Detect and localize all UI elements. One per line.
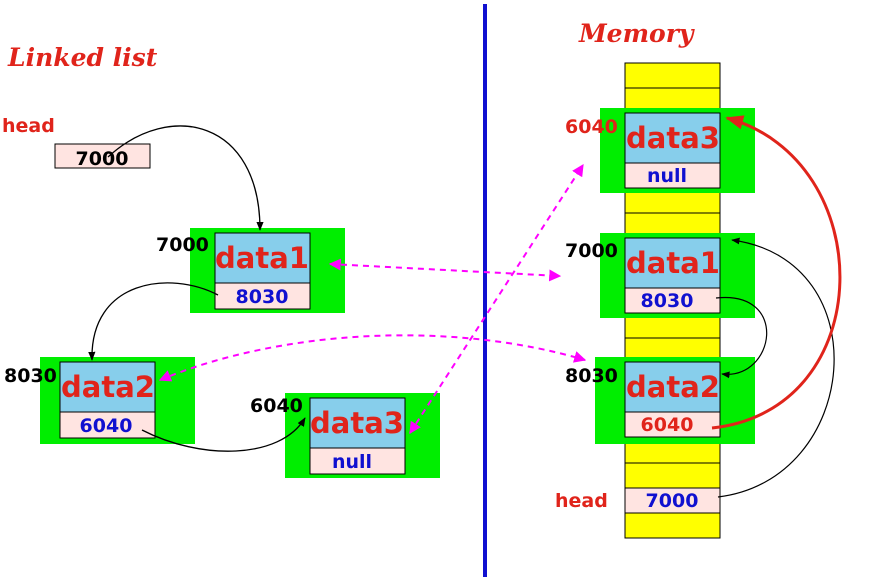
- node-address: 8030: [4, 365, 57, 387]
- memory-head-value: 7000: [646, 490, 699, 512]
- node-address: 7000: [156, 234, 209, 256]
- node-data-label: data1: [215, 241, 309, 275]
- block-data-label: data2: [626, 370, 720, 404]
- arrow-mem-head-to-data1: [717, 237, 835, 498]
- block-address: 8030: [565, 365, 618, 387]
- arrow-mem-data1-to-data2: [715, 297, 768, 379]
- block-next-cell: [624, 411, 721, 438]
- node-data-label: data3: [310, 406, 404, 440]
- memory-block-data1: 7000 data1 8030: [565, 233, 755, 318]
- list-node-data2: 8030 data2 6040: [4, 357, 195, 444]
- block-data-cell: [624, 237, 721, 289]
- node-data-cell: [59, 361, 156, 413]
- memory-block-data3: 6040 data3 null: [565, 108, 755, 193]
- memory-block-data2: 8030 data2 6040: [565, 357, 755, 444]
- block-data-label: data1: [626, 246, 720, 280]
- block-next-value: null: [647, 165, 687, 187]
- node-next-cell: [214, 282, 311, 310]
- block-address: 7000: [565, 240, 618, 262]
- dashed-link-data3: [409, 163, 584, 435]
- node-address: 6040: [250, 395, 303, 417]
- memory-head-box: [624, 487, 721, 514]
- block-data-cell: [624, 112, 721, 164]
- block-address: 6040: [565, 116, 618, 138]
- arrow-mem-data2-to-data3: [711, 115, 842, 430]
- arrow-data2-to-data3: [141, 417, 306, 452]
- block-data-cell: [624, 361, 721, 413]
- node-next-value: 6040: [80, 415, 133, 437]
- list-head-box: [54, 143, 151, 169]
- dashed-link-data1: [328, 258, 562, 282]
- arrow-head-to-data1: [107, 125, 264, 231]
- memory-head-label: head: [555, 490, 608, 512]
- block-next-value: 6040: [641, 414, 694, 436]
- block-next-cell: [624, 287, 721, 314]
- memory-title: Memory: [578, 19, 695, 48]
- list-head-label: head: [2, 115, 55, 137]
- block-next-value: 8030: [641, 290, 694, 312]
- block-next-cell: [624, 162, 721, 189]
- linked-list-title: Linked list: [7, 43, 158, 72]
- node-next-value: 8030: [236, 286, 289, 308]
- list-node-data3: 6040 data3 null: [250, 393, 440, 478]
- list-head-value: 7000: [76, 148, 129, 170]
- dashed-link-data2: [158, 334, 587, 382]
- block-data-label: data3: [626, 121, 720, 155]
- node-next-value: null: [332, 451, 372, 473]
- node-next-cell: [309, 447, 406, 475]
- node-data-cell: [309, 397, 406, 449]
- arrow-data1-to-data2: [88, 282, 219, 361]
- list-node-data1: 7000 data1 8030: [156, 228, 345, 313]
- node-data-label: data2: [61, 370, 155, 404]
- node-next-cell: [59, 411, 156, 439]
